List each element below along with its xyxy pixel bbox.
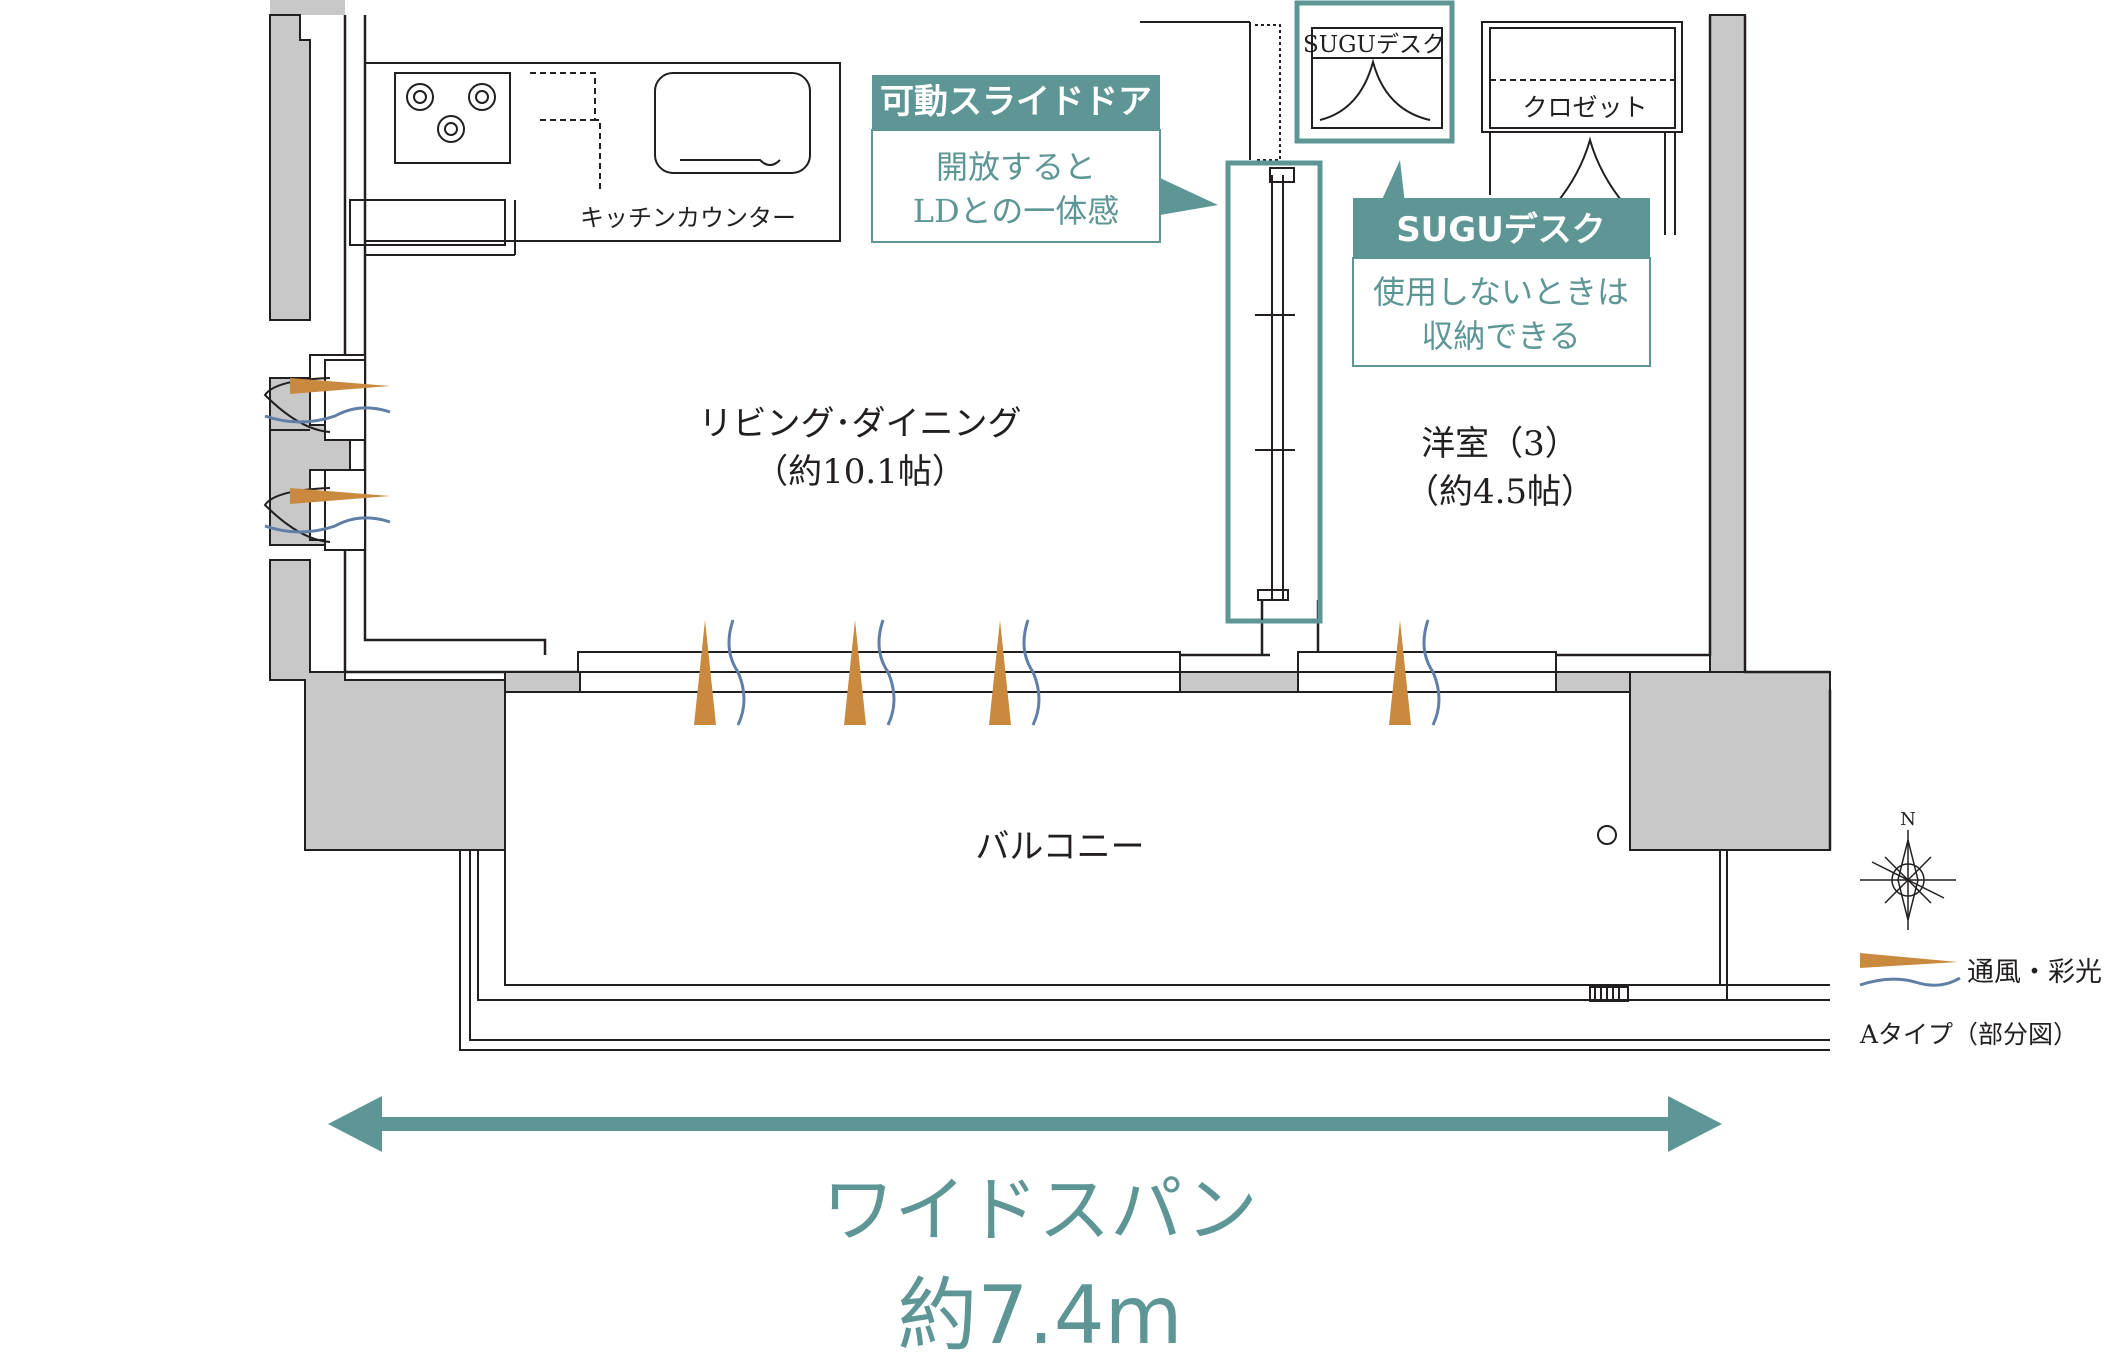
balcony-label: バルコニー: [975, 827, 1144, 867]
kitchen-counter-area: [349, 62, 841, 256]
legend-wind-light-label: 通風・彩光: [1967, 957, 2102, 988]
wide-span-label: ワイドスパン: [822, 1168, 1258, 1252]
slide-door-line2: LDとの一体感: [913, 192, 1120, 230]
closet-label: クロゼット: [1522, 93, 1647, 122]
wind-marker: [264, 488, 391, 534]
callout-slide-door: 可動スライドドア 開放すると LDとの一体感: [871, 75, 1218, 243]
western-room-size: （約4.5帖）: [1405, 472, 1595, 512]
sugu-desk-line1: 使用しないときは: [1373, 273, 1629, 311]
sugu-desk-highlight: SUGUデスク: [1294, 0, 1455, 144]
western-room-label: 洋室（3）: [1421, 424, 1579, 464]
wind-marker: [264, 378, 391, 424]
wind-marker: [694, 619, 746, 726]
wind-light-markers: [264, 378, 1441, 726]
kitchen-counter-label: キッチンカウンター: [580, 204, 796, 232]
sugu-desk-small-label: SUGUデスク: [1303, 32, 1445, 58]
balcony: [459, 691, 1830, 1051]
living-dining-label: リビング･ダイニング: [699, 404, 1022, 444]
compass-north-label: N: [1900, 809, 1916, 830]
slide-door-highlight: [1225, 160, 1323, 624]
legend-wind-light-icon: [1859, 953, 1961, 987]
left-window-frames: [309, 354, 366, 551]
wind-marker: [844, 619, 896, 726]
callout-sugu-desk: SUGUデスク 使用しないときは 収納できる: [1352, 160, 1651, 367]
wide-span-value: 約7.4m: [897, 1269, 1182, 1357]
top-partition: [1140, 21, 1281, 161]
sugu-desk-line2: 収納できる: [1421, 317, 1580, 355]
living-dining-size: （約10.1帖）: [754, 452, 966, 492]
compass-icon: N: [1860, 809, 1956, 930]
stove-burners: [406, 83, 496, 143]
closet: [1481, 21, 1683, 235]
slide-door-line1: 開放すると: [936, 148, 1096, 186]
wide-span-arrow: [328, 1096, 1722, 1152]
wind-marker: [1389, 619, 1441, 726]
sugu-desk-title: SUGUデスク: [1396, 210, 1606, 250]
wind-marker: [989, 619, 1041, 726]
slide-door-title: 可動スライドドア: [880, 82, 1152, 122]
legend-type-note: Aタイプ（部分図）: [1859, 1020, 2078, 1049]
balcony-windows: [504, 651, 1631, 693]
